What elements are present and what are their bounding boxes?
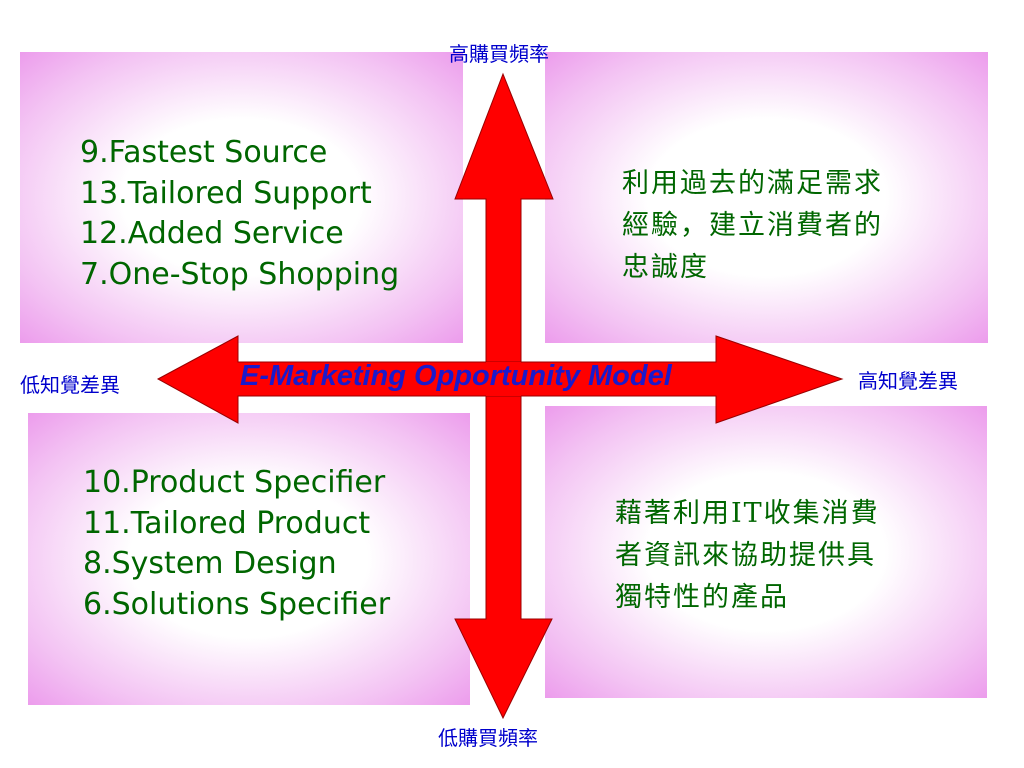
model-title: E-Marketing Opportunity Model — [240, 360, 672, 392]
quadrant-top-left — [20, 52, 463, 343]
list-item: 11.Tailored Product — [83, 505, 371, 541]
list-item: 12.Added Service — [80, 216, 344, 251]
description-line: 獨特性的產品 — [615, 582, 789, 613]
description-line: 者資訊來協助提供具 — [615, 540, 876, 571]
list-item: 7.One-Stop Shopping — [80, 256, 400, 292]
list-item: 8.System Design — [83, 546, 337, 581]
quadrant-bottom-right — [545, 406, 987, 698]
list-item: 6.Solutions Specifier — [83, 586, 391, 622]
bottom-left-model-list: 10.Product Specifier 11.Tailored Product… — [83, 463, 390, 625]
list-item: 9.Fastest Source — [80, 135, 328, 170]
list-item: 10.Product Specifier — [83, 465, 386, 500]
description-line: 利用過去的滿足需求 — [622, 168, 883, 199]
quadrant-bottom-left — [28, 413, 470, 705]
bottom-right-description: 藉著利用IT收集消費 者資訊來協助提供具 獨特性的產品 — [615, 493, 880, 619]
list-item: 13.Tailored Support — [80, 175, 372, 211]
top-right-description: 利用過去的滿足需求 經驗，建立消費者的 忠誠度 — [622, 163, 883, 289]
description-line: 忠誠度 — [622, 252, 709, 283]
axis-label-high-perceived-difference: 高知覺差異 — [858, 369, 958, 393]
arrow-crossing — [486, 362, 521, 396]
description-line: 藉著利用IT收集消費 — [615, 498, 880, 529]
axis-label-high-purchase-frequency: 高購買頻率 — [449, 42, 549, 66]
axis-label-low-perceived-difference: 低知覺差異 — [20, 373, 120, 397]
quadrant-top-right — [545, 52, 988, 343]
description-line: 經驗，建立消費者的 — [622, 210, 883, 241]
axis-label-low-purchase-frequency: 低購買頻率 — [438, 726, 538, 750]
top-left-model-list: 9.Fastest Source 13.Tailored Support 12.… — [80, 133, 399, 295]
